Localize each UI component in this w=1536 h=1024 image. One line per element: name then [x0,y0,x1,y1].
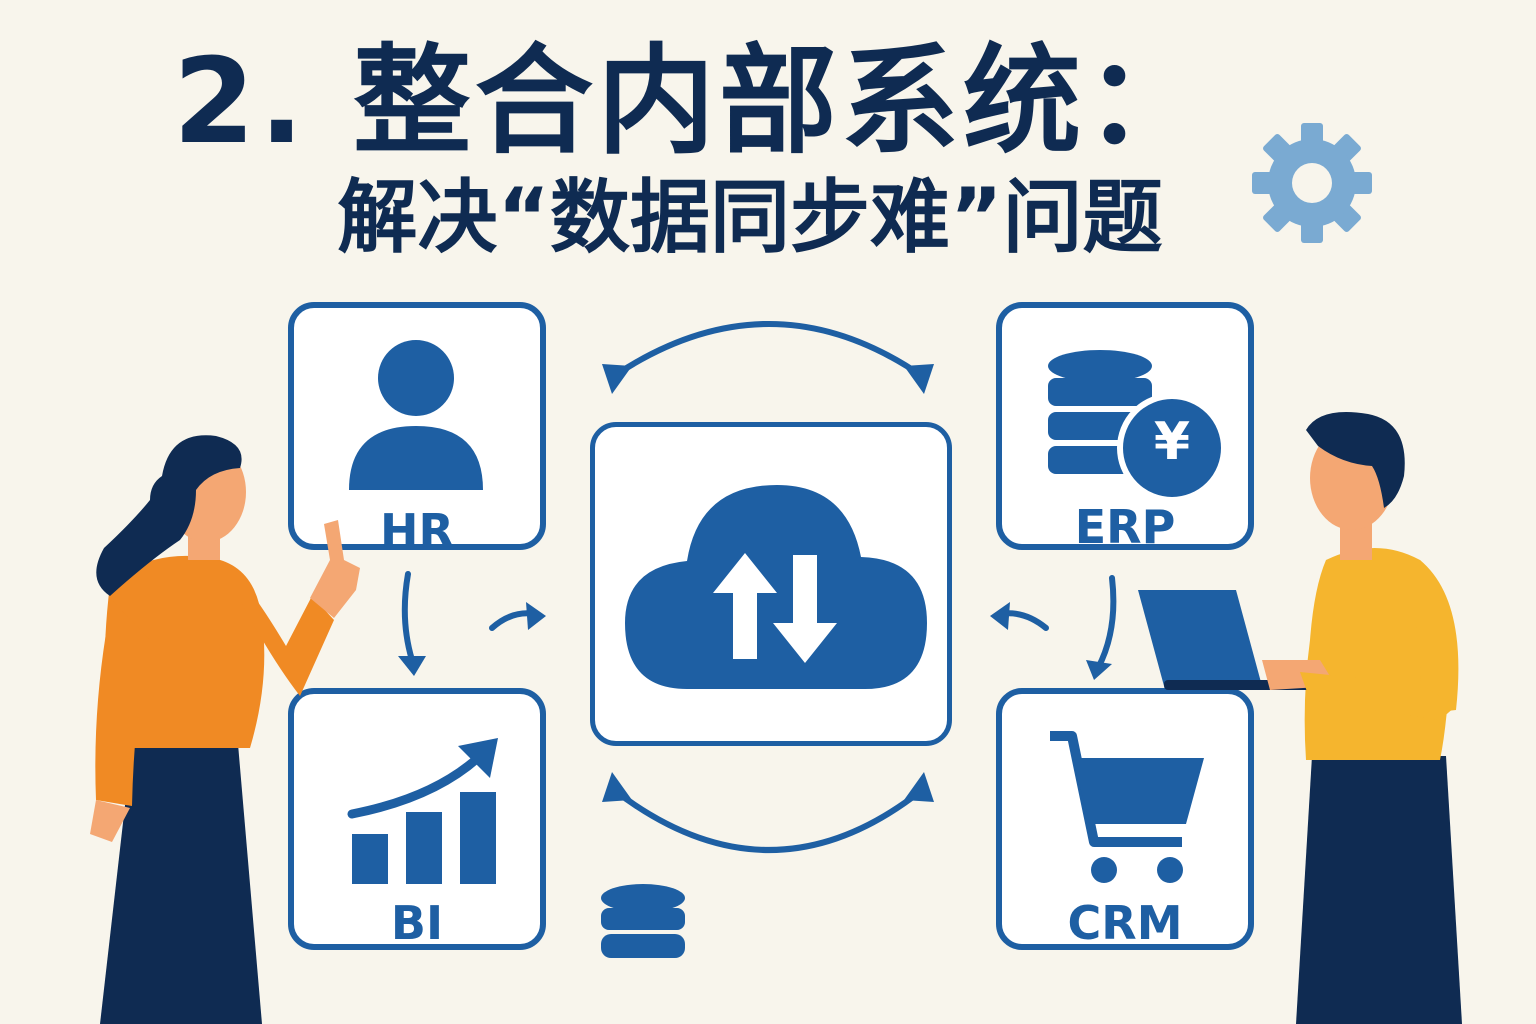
yen-coin-icon: ¥ [1153,412,1191,472]
cloud-sync-card[interactable] [590,422,952,746]
left-to-cloud-arrow [489,610,539,631]
bottom-arc-arrow [611,787,925,853]
person-icon [349,340,483,490]
bi-card[interactable]: BI [288,688,546,950]
hr-label: HR [380,504,454,558]
top-arc-arrow [611,321,925,379]
page-subtitle: 解决“数据同步难”问题 [337,171,1163,264]
crm-card[interactable]: CRM [996,688,1254,950]
erp-to-crm-arrow [1095,575,1117,671]
erp-label: ERP [1074,500,1176,554]
shopping-cart-icon [1050,731,1204,883]
right-to-cloud-arrow [997,610,1049,631]
crm-label: CRM [1067,896,1183,950]
page-title: 2. 整合内部系统： [172,32,1207,170]
hr-to-bi-arrow [401,571,415,663]
database-icon [1048,350,1227,503]
bi-label: BI [390,896,444,950]
hr-card[interactable]: HR [288,302,546,554]
cloud-sync-icon [625,485,927,689]
bar-chart-icon [347,738,498,884]
erp-card[interactable]: ¥ ERP [996,302,1254,550]
